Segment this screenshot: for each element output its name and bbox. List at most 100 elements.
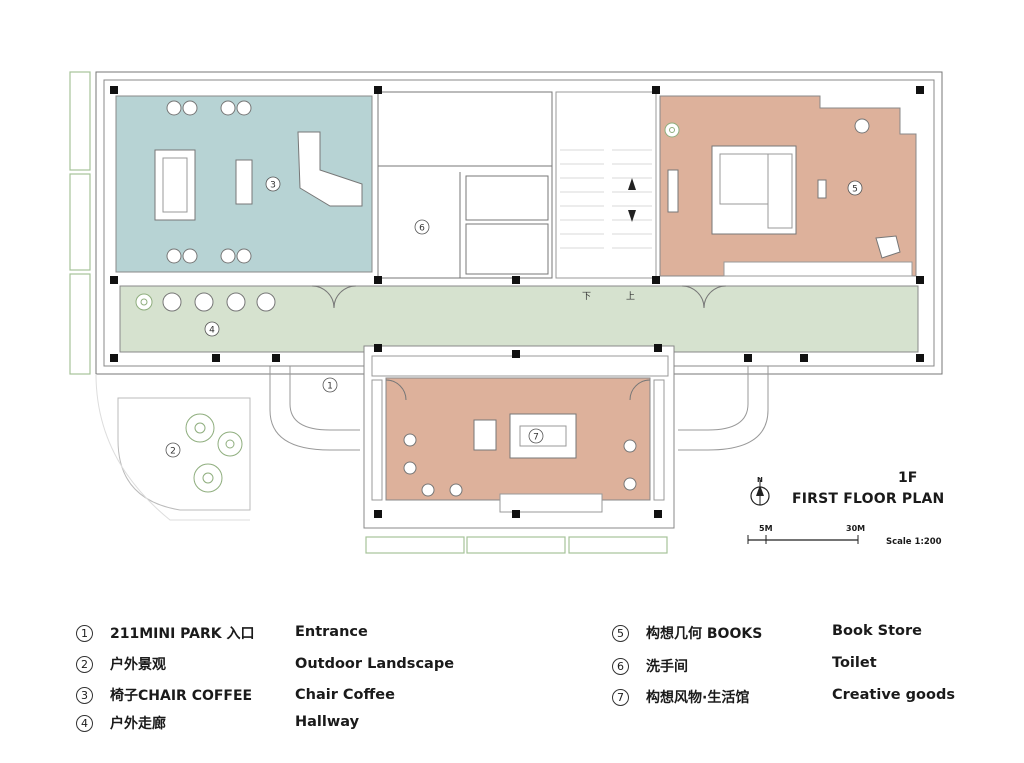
bookstore-shelf <box>767 153 793 229</box>
hallway-chair <box>226 292 246 312</box>
legend-label-en: Outdoor Landscape <box>295 656 455 672</box>
plant-icon <box>185 413 215 443</box>
legend-label-cn: 构想风物·生活馆 <box>646 690 750 706</box>
staircase <box>555 91 657 279</box>
plant-icon <box>664 122 680 138</box>
bookstore-shelf <box>719 153 769 205</box>
floor-plan: 1 2 3 4 5 6 7 下 上 N <box>69 71 943 554</box>
svg-text:1: 1 <box>327 382 333 392</box>
chair <box>182 248 198 264</box>
stair-arrow-icon <box>628 210 636 222</box>
plant-icon <box>193 463 223 493</box>
hedge-bottom <box>568 536 668 554</box>
zone-marker: 3 <box>265 176 281 192</box>
scale-ratio: Scale 1:200 <box>886 537 942 547</box>
legend-label-en: Chair Coffee <box>295 687 395 703</box>
hallway-chair <box>194 292 214 312</box>
svg-text:3: 3 <box>270 181 276 191</box>
legend-number: 2 <box>76 655 93 673</box>
legend-item: 7 构想风物·生活馆 <box>612 685 749 709</box>
round-table <box>854 118 870 134</box>
svg-text:7: 7 <box>533 433 539 443</box>
chair <box>403 461 417 475</box>
lounge-chair <box>875 235 901 259</box>
legend-label-en: Creative goods <box>832 687 955 703</box>
hallway-chair <box>256 292 276 312</box>
legend-label-cn: 构想几何 BOOKS <box>646 626 763 642</box>
legend-number: 7 <box>612 688 629 706</box>
coffee-table <box>235 159 253 205</box>
legend-item: 5 构想几何 BOOKS <box>612 621 762 645</box>
zone-marker: 4 <box>204 321 220 337</box>
legend-number: 5 <box>612 624 629 642</box>
chair <box>236 100 252 116</box>
door-arc <box>703 285 727 309</box>
chair <box>166 100 182 116</box>
zone-marker: 6 <box>414 219 430 235</box>
stair-down-label: 下 <box>582 292 591 302</box>
scale-bar <box>747 535 859 544</box>
chair <box>403 433 417 447</box>
chair <box>220 100 236 116</box>
legend-label-cn: 椅子CHAIR COFFEE <box>110 688 253 704</box>
legend-label-en: Toilet <box>832 655 877 671</box>
hedge-left <box>69 173 91 271</box>
chair <box>421 483 435 497</box>
plant-icon <box>217 431 243 457</box>
legend-number: 3 <box>76 686 93 704</box>
north-arrow-icon: N <box>750 476 770 506</box>
svg-text:6: 6 <box>419 224 425 234</box>
legend-number: 4 <box>76 714 93 732</box>
door-arc <box>333 285 357 309</box>
zone-marker: 5 <box>847 180 863 196</box>
svg-text:N: N <box>757 476 763 484</box>
chair <box>236 248 252 264</box>
bookstore-shelf <box>817 179 827 199</box>
legend-item: 2 户外景观 <box>76 652 166 676</box>
door-arc <box>629 379 651 401</box>
coffee-table <box>162 157 188 213</box>
scale-5m-label: 5M <box>759 524 773 533</box>
scale-30m-label: 30M <box>846 524 866 533</box>
chair <box>220 248 236 264</box>
svg-text:5: 5 <box>852 185 858 195</box>
legend-label-cn: 211MINI PARK 入口 <box>110 626 255 642</box>
legend-item: 4 户外走廊 <box>76 711 166 735</box>
legend-item: 3 椅子CHAIR COFFEE <box>76 683 252 707</box>
legend-label-cn: 户外走廊 <box>110 716 166 732</box>
chair <box>449 483 463 497</box>
entrance-path <box>269 366 360 451</box>
hedge-bottom <box>365 536 465 554</box>
zone-marker: 7 <box>528 428 544 444</box>
toilet-stall <box>465 175 549 221</box>
legend-label-en: Book Store <box>832 623 922 639</box>
chair <box>166 248 182 264</box>
zone-hallway <box>119 285 919 353</box>
entrance-path <box>678 366 769 451</box>
plant-icon <box>135 293 153 311</box>
hedge-bottom <box>466 536 566 554</box>
legend-item: 1 211MINI PARK 入口 <box>76 621 254 645</box>
entrance-path <box>678 366 749 431</box>
structural-columns <box>110 86 924 518</box>
outdoor-landscape-area <box>117 397 251 511</box>
svg-text:2: 2 <box>170 447 176 457</box>
plan-title: FIRST FLOOR PLAN <box>792 491 945 507</box>
svg-text:4: 4 <box>209 326 215 336</box>
chair <box>182 100 198 116</box>
door-arc <box>385 379 407 401</box>
hallway-chair <box>162 292 182 312</box>
chair <box>623 439 637 453</box>
stair-up-label: 上 <box>626 291 635 302</box>
floor-label: 1F <box>898 470 918 486</box>
legend-label-cn: 户外景观 <box>110 657 166 673</box>
zone-marker: 2 <box>165 442 181 458</box>
zone-marker: 1 <box>322 377 338 393</box>
stair-arrow-icon <box>628 178 636 190</box>
coffee-counter <box>297 131 363 207</box>
toilet-stall <box>465 223 549 275</box>
chair <box>623 477 637 491</box>
legend-label-cn: 洗手间 <box>646 659 688 675</box>
legend-number: 1 <box>76 624 93 642</box>
legend-label-en: Entrance <box>295 624 368 640</box>
